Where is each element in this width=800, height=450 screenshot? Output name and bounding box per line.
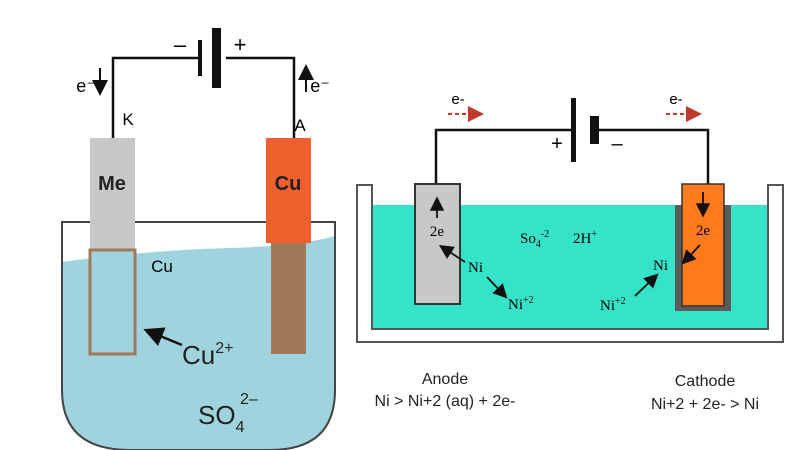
right-electron-label-left: e- [451,91,464,108]
sulfate-ion-label: So4-2 [520,229,549,250]
me-electrode-submerged [88,248,137,356]
right-wire [434,128,710,190]
me-electrode-label: Me [98,173,126,195]
left-battery-minus: – [174,32,187,57]
label-a: A [294,116,306,135]
cu-electrode-label: Cu [275,173,302,195]
anode-electrons: 2e [430,224,445,240]
right-battery-long-plate [571,98,576,162]
anode-ni-arrow [438,245,466,263]
cathode-ni-label: Ni [653,258,668,274]
right-battery-minus: – [611,133,623,155]
cathode-electrons: 2e [696,223,711,239]
left-vessel [61,221,336,450]
anode-ni-ion-label: Ni+2 [508,295,534,313]
anode-caption-title: Anode [422,371,468,388]
cu-electrode-submerged [271,243,306,354]
left-wire [111,56,296,138]
right-tank [356,184,784,343]
left-electrolysis-cell: – + e⁻ e⁻ K A Me Cu Cu Cu2+ SO4 2– [61,28,336,450]
deposit-label: Cu [151,257,173,276]
left-battery-plus: + [234,32,247,57]
sulfate-anion-charge: 2– [240,391,258,408]
anode-caption-reaction: Ni > Ni+2 (aq) + 2e- [375,393,516,410]
label-k: K [122,110,134,129]
right-battery-plus: + [551,133,563,155]
anode-ni-label: Ni [468,260,483,276]
sulfate-anion-label: SO4 [198,400,245,436]
reaction-captions: Anode Ni > Ni+2 (aq) + 2e- Cathode Ni+2 … [375,371,760,413]
left-battery-thin-plate [198,40,202,76]
left-electron-label-cathode: e⁻ [76,76,96,96]
cu-electrode [266,138,311,243]
me-electrode [90,138,135,250]
cathode-ni-ion-label: Ni+2 [600,296,626,314]
right-electron-label-right: e- [669,91,682,108]
hydrogen-ion-label: 2H+ [573,229,597,247]
left-electron-label-anode: e⁻ [310,76,330,96]
ni-ion-deposit-arrow [634,273,659,297]
cu-ion-label: Cu2+ [182,340,234,370]
right-electrolysis-cell: + – e- e- 2e Ni Ni+2 So4-2 2H+ 2e Ni [356,91,784,343]
ni-ion-release-arrow [486,276,508,299]
cu-ion-arrow [143,327,183,347]
right-battery-short-plate [590,116,599,144]
cathode-caption-reaction: Ni+2 + 2e- > Ni [651,396,759,413]
cathode-caption-title: Cathode [675,373,736,390]
cathode-electron-to-ni-arrow [681,244,701,265]
left-battery-thick-plate [212,28,221,88]
